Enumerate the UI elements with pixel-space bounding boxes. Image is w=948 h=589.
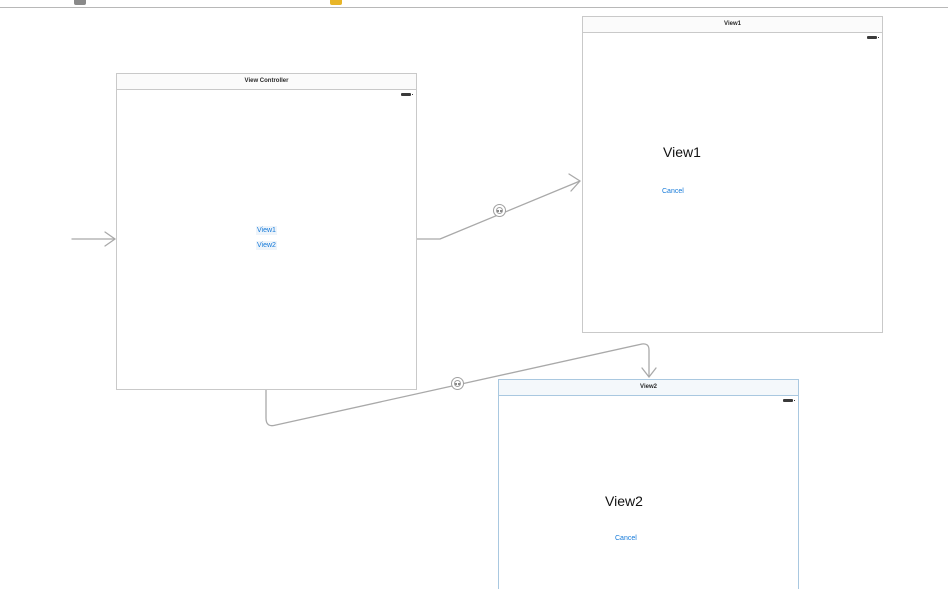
view1-label: View1 (663, 144, 701, 160)
segue-icon[interactable] (451, 377, 464, 390)
view2-label: View2 (605, 493, 643, 509)
scene-title-bar[interactable]: View Controller (117, 74, 416, 90)
scene-view1[interactable]: View1 View1 Cancel (582, 16, 883, 333)
cancel-button[interactable]: Cancel (615, 535, 637, 542)
segue-dot (458, 383, 460, 385)
battery-icon (401, 93, 413, 96)
segue-dot (455, 383, 457, 385)
segue-dot (500, 210, 502, 212)
segue-icon[interactable] (493, 204, 506, 217)
scene-title-bar[interactable]: View1 (583, 17, 882, 33)
scene-view2[interactable]: View2 View2 Cancel (498, 379, 799, 589)
scene-view-controller[interactable]: View Controller View1 View2 (116, 73, 417, 390)
scene-title-bar[interactable]: View2 (499, 380, 798, 396)
battery-icon (783, 399, 795, 402)
view1-button[interactable]: View1 (256, 226, 277, 235)
toolbar-gray-element (74, 0, 86, 5)
segue-line-view1 (415, 173, 581, 240)
toolbar-divider (0, 7, 948, 8)
cancel-button[interactable]: Cancel (662, 188, 684, 195)
segue-dot (497, 210, 499, 212)
view2-button[interactable]: View2 (256, 241, 277, 250)
battery-icon (867, 36, 879, 39)
toolbar-warning-icon (330, 0, 342, 5)
initial-entry-arrow-icon (71, 231, 116, 247)
